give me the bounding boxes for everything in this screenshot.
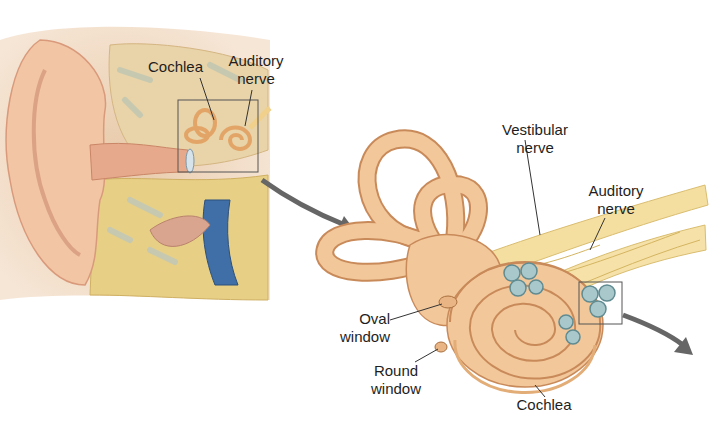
part-label: Cochlea	[148, 58, 228, 76]
part-label: Oval window	[328, 310, 390, 346]
part-label: Round window	[364, 362, 428, 398]
inner-ear	[325, 139, 708, 397]
part-label: Auditory nerve	[580, 182, 652, 218]
part-label: Cochlea	[508, 396, 580, 414]
part-label: Vestibular nerve	[495, 121, 575, 157]
part-label: Auditory nerve	[220, 52, 292, 88]
